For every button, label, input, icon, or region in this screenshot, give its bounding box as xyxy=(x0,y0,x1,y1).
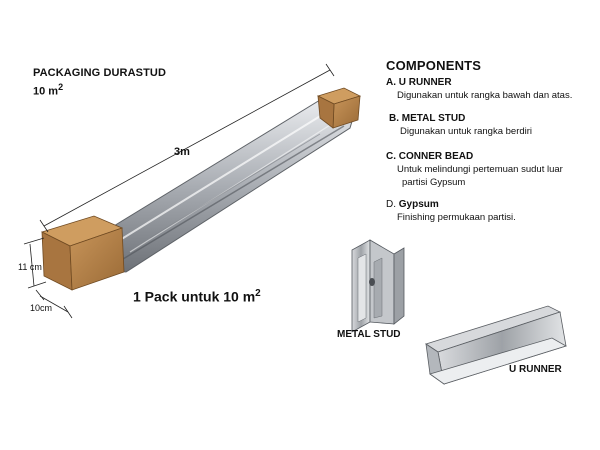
height-dimension xyxy=(23,237,47,289)
length-dimension xyxy=(39,63,335,233)
component-a-heading: A. U RUNNER xyxy=(386,77,452,88)
end-box-top-front xyxy=(317,95,335,129)
end-box-bottom-side xyxy=(69,227,125,291)
metal-stud-caption: METAL STUD xyxy=(337,329,401,340)
wrap-highlight-2 xyxy=(129,119,339,253)
length-label: 3m xyxy=(174,146,190,158)
component-c-heading: C. CONNER BEAD xyxy=(386,151,474,162)
pack-coverage-text: 1 Pack untuk 10 m xyxy=(133,288,256,305)
component-b-heading: B. METAL STUD xyxy=(389,113,466,124)
u-runner-caption: U RUNNER xyxy=(509,364,562,375)
durastud-bundle xyxy=(40,87,362,291)
component-d-prefix: D. xyxy=(386,199,399,210)
packaging-area-value: 10 m xyxy=(33,85,59,98)
component-d-desc: Finishing permukaan partisi. xyxy=(397,212,516,223)
pack-coverage-label: 1 Pack untuk 10 m2 xyxy=(133,288,261,305)
component-c-desc-line1: Untuk melindungi pertemuan sudut luar xyxy=(397,164,563,175)
packaging-area: 10 m2 xyxy=(33,82,63,98)
packaging-area-exponent: 2 xyxy=(58,82,64,92)
stud-hole xyxy=(369,278,375,286)
component-d-name: Gypsum xyxy=(398,199,439,210)
wrap-highlight-1 xyxy=(119,109,331,241)
component-b-desc: Digunakan untuk rangka berdiri xyxy=(400,126,533,137)
u-runner-image xyxy=(425,305,567,385)
wrap-shadow-1 xyxy=(117,125,345,263)
pack-coverage-exponent: 2 xyxy=(255,288,261,299)
component-d-heading: D. Gypsum xyxy=(386,199,439,210)
height-label: 11 cm xyxy=(18,262,42,272)
width-label: 10cm xyxy=(30,303,53,313)
component-a-desc: Digunakan untuk rangka bawah dan atas. xyxy=(397,90,573,101)
wrap-shadow-2 xyxy=(149,133,321,239)
component-c-desc-line2: partisi Gypsum xyxy=(402,177,466,188)
packaging-title: PACKAGING DURASTUD xyxy=(33,67,166,79)
width-dimension xyxy=(35,289,73,319)
components-title: COMPONENTS xyxy=(386,58,482,73)
metal-stud-image xyxy=(351,239,405,333)
